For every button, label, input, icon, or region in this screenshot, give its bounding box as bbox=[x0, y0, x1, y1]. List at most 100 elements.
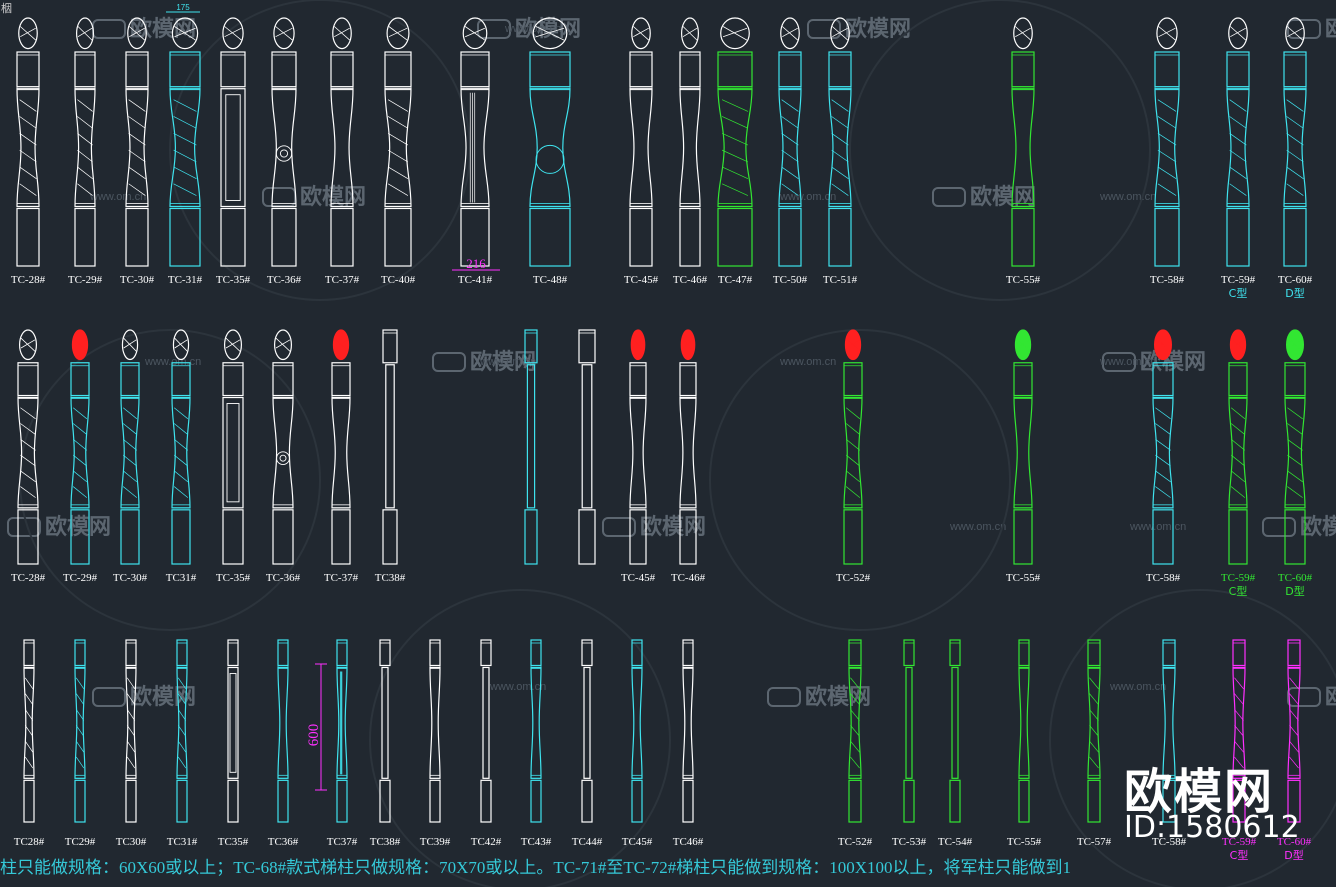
watermark-text: 欧模网 bbox=[45, 514, 111, 540]
baluster-label: TC-46# bbox=[673, 274, 708, 286]
baluster-drawing bbox=[222, 329, 244, 565]
baluster-label: TC36# bbox=[268, 836, 299, 848]
baluster-label: TC-58# bbox=[1152, 836, 1187, 848]
baluster-item: TC28# bbox=[14, 639, 45, 848]
baluster-drawing bbox=[384, 17, 412, 267]
baluster-drawing bbox=[578, 329, 596, 565]
baluster-item: TC-36# bbox=[266, 329, 301, 584]
baluster-drawing bbox=[1232, 639, 1246, 823]
baluster-item: TC-55# bbox=[1006, 329, 1041, 584]
baluster-drawing bbox=[631, 639, 643, 823]
dimension-text: 216 bbox=[466, 256, 486, 271]
baluster-drawing bbox=[169, 17, 201, 267]
baluster-drawing bbox=[843, 329, 863, 565]
baluster-drawing bbox=[1162, 639, 1176, 823]
finial-icon bbox=[720, 17, 750, 50]
watermark-ring bbox=[169, 0, 471, 301]
baluster-label: TC-53# bbox=[892, 836, 927, 848]
baluster-item: TC44# bbox=[572, 639, 603, 848]
baluster-item: TC-58# bbox=[1150, 17, 1185, 286]
baluster-drawing bbox=[679, 329, 697, 565]
baluster-drawing bbox=[679, 17, 701, 267]
baluster-drawing bbox=[277, 639, 289, 823]
baluster-label: TC-28# bbox=[11, 572, 46, 584]
baluster-label: TC31# bbox=[167, 836, 198, 848]
finial-icon bbox=[1285, 17, 1305, 50]
baluster-label: TC-46# bbox=[671, 572, 706, 584]
baluster-item bbox=[524, 329, 538, 565]
dimension-height: 600 bbox=[306, 663, 327, 791]
watermark: 欧模网 bbox=[807, 16, 911, 42]
baluster-drawing bbox=[1011, 17, 1035, 267]
brand-id-text: ID:1580612 bbox=[1124, 810, 1300, 845]
baluster-drawing bbox=[70, 329, 90, 565]
baluster-item: TC-30# bbox=[113, 329, 148, 584]
baluster-item: TC-29# bbox=[63, 329, 98, 584]
baluster-item: TC37# bbox=[327, 639, 358, 848]
baluster-label: TC-59# bbox=[1221, 572, 1256, 584]
baluster-item: TC-48# bbox=[529, 17, 571, 286]
finial-icon bbox=[462, 17, 488, 50]
baluster-drawing bbox=[1013, 329, 1033, 565]
baluster-drawing bbox=[171, 329, 191, 565]
watermark-text: 欧模网 bbox=[1300, 514, 1336, 540]
baluster-label: TC-52# bbox=[836, 572, 871, 584]
watermark-layer: 欧模网欧模网欧模网欧模网欧模网欧模网欧模网欧模网欧模网欧模网欧模网欧模网欧模网欧… bbox=[7, 0, 1336, 887]
baluster-item: TC-47# bbox=[717, 17, 753, 286]
baluster-drawing bbox=[331, 329, 351, 565]
baluster-drawing bbox=[1226, 17, 1250, 267]
baluster-drawing bbox=[480, 639, 492, 823]
watermark: 欧模网 bbox=[1287, 16, 1336, 42]
baluster-label: TC44# bbox=[572, 836, 603, 848]
baluster-sublabel: D型 bbox=[1285, 584, 1304, 598]
baluster-item: TC-60#D型 bbox=[1278, 17, 1313, 300]
baluster-sublabel: D型 bbox=[1285, 286, 1304, 300]
baluster-label: TC-37# bbox=[325, 274, 360, 286]
baluster-drawing bbox=[529, 17, 571, 267]
baluster-drawing bbox=[524, 329, 538, 565]
baluster-drawing bbox=[429, 639, 441, 823]
baluster-label: TC-48# bbox=[533, 274, 568, 286]
watermark-url: www.om.cn bbox=[779, 191, 836, 203]
baluster-label: TC-45# bbox=[624, 274, 659, 286]
baluster-drawing bbox=[778, 17, 802, 267]
baluster-item: TC-41# bbox=[458, 17, 493, 286]
baluster-label: TC-57# bbox=[1077, 836, 1112, 848]
watermark-text: 欧模网 bbox=[640, 514, 706, 540]
baluster-label: TC42# bbox=[471, 836, 502, 848]
sofa-icon bbox=[807, 19, 841, 39]
baluster-item: TC-46# bbox=[671, 329, 706, 584]
bottom-spec-note: 柱只能做规格：60X60或以上；TC-68#款式梯柱只做规格：70X70或以上。… bbox=[0, 858, 1071, 877]
baluster-drawing bbox=[949, 639, 961, 823]
baluster-drawing bbox=[379, 639, 391, 823]
baluster-drawing bbox=[272, 329, 294, 565]
baluster-item: TC-59#C型 bbox=[1221, 329, 1256, 598]
baluster-drawing bbox=[336, 639, 348, 823]
baluster-item: TC-53# bbox=[892, 639, 927, 848]
watermark-text: 欧模网 bbox=[805, 684, 871, 710]
baluster-drawing bbox=[1283, 17, 1307, 267]
sofa-icon bbox=[932, 187, 966, 207]
finial-icon bbox=[222, 17, 244, 50]
baluster-drawing bbox=[682, 639, 694, 823]
baluster-drawing bbox=[220, 17, 246, 267]
baluster-item: TC-45# bbox=[621, 329, 656, 584]
sofa-icon bbox=[432, 352, 466, 372]
baluster-drawing bbox=[530, 639, 542, 823]
watermark-ring bbox=[1049, 589, 1336, 887]
baluster-drawing bbox=[16, 17, 40, 267]
baluster-item: TC43# bbox=[521, 639, 552, 848]
baluster-item: TC-60#D型 bbox=[1278, 329, 1313, 598]
baluster-row: TC28#TC29#TC30#TC31#TC35#TC36#TC37#TC38#… bbox=[14, 639, 1312, 862]
baluster-item: TC-28# bbox=[11, 329, 46, 584]
baluster-drawing bbox=[629, 17, 653, 267]
watermark: 欧模网 bbox=[477, 16, 581, 42]
dimension-text: 175 bbox=[176, 3, 190, 12]
baluster-row: TC-28#TC-29#TC-30#TC-31#TC-35#TC-36#TC-3… bbox=[11, 17, 1313, 300]
baluster-label: TC-28# bbox=[11, 274, 46, 286]
baluster-label: TC-36# bbox=[267, 274, 302, 286]
baluster-item: TC-35# bbox=[216, 17, 251, 286]
baluster-item: TC-46# bbox=[673, 17, 708, 286]
baluster-label: TC-59# bbox=[1222, 836, 1257, 848]
baluster-drawing bbox=[74, 17, 96, 267]
